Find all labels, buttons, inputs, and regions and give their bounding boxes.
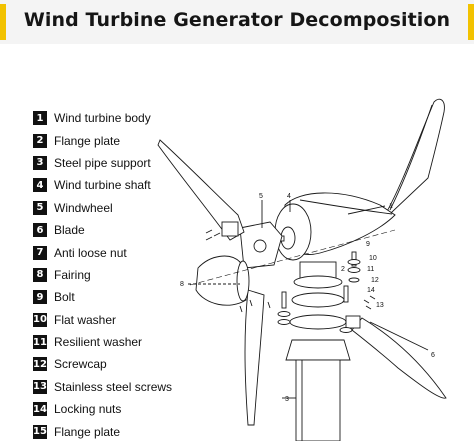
tower-flange — [285, 339, 351, 361]
legend-item: 8 Fairing — [33, 264, 172, 286]
bolt-right — [343, 285, 349, 303]
callout-label: 1 — [389, 203, 393, 210]
tail-fin — [383, 98, 445, 216]
legend-item: 13 Stainless steel screws — [33, 376, 172, 398]
legend-item: 4 Wind turbine shaft — [33, 174, 172, 196]
legend-label: Stainless steel screws — [54, 379, 173, 394]
callout-label: 13 — [376, 302, 384, 309]
legend-item: 1 Wind turbine body — [33, 107, 172, 129]
legend-label: Blade — [54, 223, 85, 238]
legend-number: 5 — [33, 200, 47, 215]
washer-upper-1 — [347, 259, 361, 265]
callout-label: 4 — [287, 193, 291, 200]
flange-plate-low — [289, 314, 347, 330]
legend-number: 14 — [33, 402, 47, 417]
legend-item: 9 Bolt — [33, 286, 172, 308]
legend-label: Flange plate — [54, 133, 121, 148]
legend-item: 6 Blade — [33, 219, 172, 241]
legend-item: 10 Flat washer — [33, 309, 172, 331]
callout-label: 10 — [369, 255, 377, 262]
legend-label: Windwheel — [54, 200, 113, 215]
callout-label: 8 — [180, 281, 184, 288]
flange-plate-mid — [291, 292, 345, 308]
blade-root-right — [345, 315, 361, 329]
legend-item: 11 Resilient washer — [33, 331, 172, 353]
legend-number: 9 — [33, 290, 47, 305]
bolt-left — [281, 291, 287, 309]
legend-item: 3 Steel pipe support — [33, 152, 172, 174]
title-bar: Wind Turbine Generator Decomposition — [0, 0, 474, 44]
screws-right — [363, 295, 376, 310]
legend-number: 1 — [33, 111, 47, 126]
leader-6 — [369, 321, 429, 351]
tail-fin-edge — [389, 104, 433, 211]
blade-right — [351, 317, 447, 399]
callout-label: 9 — [366, 241, 370, 248]
legend-number: 13 — [33, 379, 47, 394]
windwheel-center — [253, 239, 267, 253]
legend-number: 7 — [33, 245, 47, 260]
legend-label: Wind turbine shaft — [54, 178, 151, 193]
steel-pipe — [295, 359, 341, 441]
callout-label: 14 — [367, 287, 375, 294]
fairing — [195, 255, 247, 306]
legend-number: 11 — [33, 335, 47, 350]
washer-left-2 — [277, 319, 291, 325]
legend-item: 14 Locking nuts — [33, 398, 172, 420]
axis-line — [189, 229, 396, 286]
nacelle-seam — [299, 199, 393, 215]
legend-label: Bolt — [54, 290, 75, 305]
washer-left — [277, 311, 291, 317]
screwcap-upper — [348, 277, 360, 283]
legend-number: 2 — [33, 133, 47, 148]
legend-number: 4 — [33, 178, 47, 193]
legend-label: Flange plate — [54, 424, 121, 439]
legend-number: 12 — [33, 357, 47, 372]
bolt-upper-right — [351, 251, 357, 267]
legend-label: Flat washer — [54, 312, 117, 327]
flange-plate-top — [293, 275, 343, 289]
callout-label: 2 — [341, 266, 345, 273]
legend-item: 7 Anti loose nut — [33, 241, 172, 263]
blade-lower — [244, 289, 265, 426]
legend-label: Wind turbine body — [54, 111, 151, 126]
page-title: Wind Turbine Generator Decomposition — [23, 9, 451, 31]
legend-number: 3 — [33, 155, 47, 170]
screws-mid — [239, 299, 271, 313]
legend-item: 5 Windwheel — [33, 197, 172, 219]
legend-number: 6 — [33, 223, 47, 238]
legend-item: 12 Screwcap — [33, 353, 172, 375]
blade-root-upper — [221, 221, 239, 237]
leader-1 — [347, 205, 386, 215]
callout-label: 12 — [371, 277, 379, 284]
legend-label: Locking nuts — [54, 402, 122, 417]
legend-label: Fairing — [54, 267, 91, 282]
legend-label: Anti loose nut — [54, 245, 127, 260]
washer-upper-2 — [347, 267, 361, 273]
washer-right — [339, 327, 353, 333]
callout-label: 5 — [259, 193, 263, 200]
legend-number: 15 — [33, 424, 47, 439]
legend-label: Screwcap — [54, 357, 107, 372]
title-accent-left — [0, 4, 6, 40]
legend-item: 15 Flange plate — [33, 420, 172, 442]
title-accent-right — [468, 4, 474, 40]
fairing-rim — [236, 260, 250, 302]
legend-number: 8 — [33, 267, 47, 282]
legend-number: 10 — [33, 312, 47, 327]
legend-label: Resilient washer — [54, 335, 143, 350]
legend-label: Steel pipe support — [54, 155, 151, 170]
callout-label: 6 — [431, 352, 435, 359]
screws-left — [205, 229, 221, 241]
callout-label: 3 — [285, 396, 289, 403]
legend-item: 2 Flange plate — [33, 129, 172, 151]
callout-label: 11 — [367, 266, 374, 273]
